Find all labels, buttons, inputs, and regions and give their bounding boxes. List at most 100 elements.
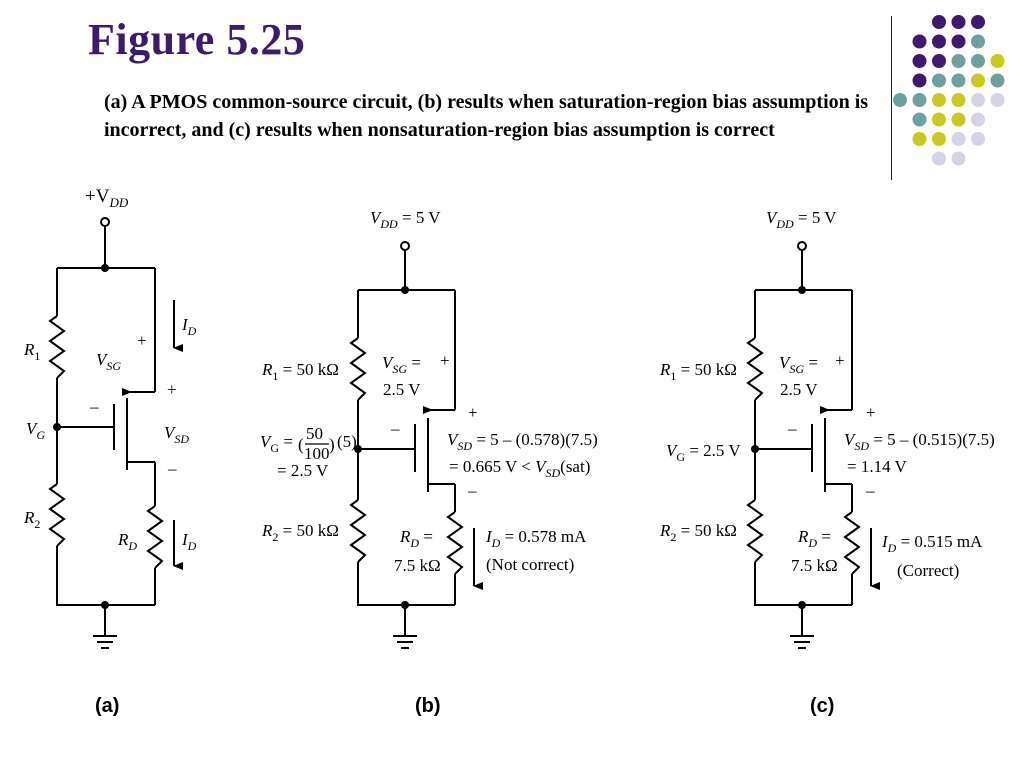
vsd-label: VSD <box>164 423 189 446</box>
node-dot <box>101 601 109 609</box>
decorative-dot <box>971 15 985 29</box>
r2-label: R2 = 50 kΩ <box>261 521 339 544</box>
r1-label: R1 = 50 kΩ <box>659 360 737 383</box>
vsg-value: 2.5 V <box>780 380 818 399</box>
vg-times: (5) <box>337 432 357 451</box>
vg-result: = 2.5 V <box>277 461 329 480</box>
resistor-r2 <box>48 483 66 547</box>
circuit-c: VDD = 5 V R1 = 50 kΩ R2 = 50 kΩ VSG = 2.… <box>659 208 995 717</box>
vsg-label: VSG = <box>779 353 818 376</box>
decorative-dot <box>951 93 966 107</box>
plus-sg: + <box>440 351 450 370</box>
decorative-dot <box>932 112 946 127</box>
decorative-dot <box>990 54 1005 68</box>
status-note: (Correct) <box>897 561 959 580</box>
node-dot <box>798 601 806 609</box>
rd-value: 7.5 kΩ <box>394 556 441 575</box>
decorative-dot <box>932 34 946 49</box>
decorative-dot <box>971 132 985 146</box>
node-dot <box>751 445 759 453</box>
plus-sg: + <box>835 351 845 370</box>
resistor-rd <box>843 511 861 575</box>
plus-sd: + <box>468 403 478 422</box>
decorative-dot <box>951 34 966 49</box>
vdd-terminal <box>400 241 410 251</box>
decorative-dot <box>990 93 1005 107</box>
vg-paren-close: ) <box>329 435 335 454</box>
minus-sg: – <box>390 419 400 438</box>
r1-label: R1 <box>23 340 40 363</box>
plus-sd: + <box>866 403 876 422</box>
ground-symbol <box>790 635 814 649</box>
resistor-rd <box>146 505 164 569</box>
decorative-dot <box>971 34 985 49</box>
vdd-terminal <box>100 217 110 227</box>
rd-value: 7.5 kΩ <box>791 556 838 575</box>
vdd-terminal <box>797 241 807 251</box>
title-divider <box>891 16 892 180</box>
vdd-label: VDD = 5 V <box>766 208 837 231</box>
vg-label: VG <box>26 419 45 442</box>
vg-label: VG = <box>260 432 293 455</box>
node-dot <box>401 601 409 609</box>
vsd-result: = 1.14 V <box>847 457 908 476</box>
r2-label: R2 = 50 kΩ <box>659 521 737 544</box>
r1-label: R1 = 50 kΩ <box>261 360 339 383</box>
panel-label-a: (a) <box>95 695 119 717</box>
decorative-dot <box>932 15 946 29</box>
vg-fraction-den: 100 <box>304 444 330 463</box>
vdd-label: VDD = 5 V <box>370 208 441 231</box>
decorative-dot <box>932 132 946 146</box>
status-note: (Not correct) <box>486 555 574 574</box>
id-label: ID = 0.515 mA <box>881 532 983 555</box>
vsg-label: VSG = <box>382 353 421 376</box>
decorative-dot <box>932 54 946 68</box>
decorative-dot <box>951 73 966 88</box>
decorative-dot-grid <box>893 15 1005 166</box>
minus-sd: – <box>865 481 875 500</box>
decorative-dot <box>932 151 946 166</box>
rd-label: RD = <box>399 527 433 550</box>
vsg-value: 2.5 V <box>383 380 421 399</box>
minus-sd: – <box>167 459 177 478</box>
decorative-dot <box>932 73 946 88</box>
resistor-rd <box>446 511 464 575</box>
decorative-dot <box>951 112 966 127</box>
id-bottom-label: ID <box>181 530 197 553</box>
vsd-result: = 0.665 V < VSD(sat) <box>449 457 590 480</box>
decorative-dot <box>912 132 927 146</box>
vg-label: VG = 2.5 V <box>666 441 741 464</box>
id-label: ID = 0.578 mA <box>485 527 587 550</box>
decorative-dot <box>990 73 1005 88</box>
decorative-dot <box>912 73 927 88</box>
decorative-dot <box>951 15 966 29</box>
circuit-a: +VDD R1 R2 RD VG VSG VSD ID ID + – + – (… <box>23 186 197 717</box>
wire <box>754 250 853 636</box>
minus-sg: – <box>787 419 797 438</box>
node-dot <box>798 286 806 294</box>
slide-title: Figure 5.25 <box>88 15 306 64</box>
node-dot <box>101 264 109 272</box>
vsd-label: VSD = 5 – (0.578)(7.5) <box>447 430 598 453</box>
resistor-r2 <box>746 499 764 563</box>
decorative-dot <box>951 132 966 146</box>
panel-label-b: (b) <box>415 695 441 717</box>
wire <box>357 250 456 636</box>
slide-caption: (a) A PMOS common-source circuit, (b) re… <box>104 91 869 141</box>
plus-sg: + <box>137 331 147 350</box>
ground-symbol <box>93 635 117 649</box>
panel-label-c: (c) <box>810 695 834 717</box>
vg-paren-open: ( <box>298 435 304 454</box>
vsd-label: VSD = 5 – (0.515)(7.5) <box>844 430 995 453</box>
resistor-r2 <box>349 499 367 563</box>
node-dot <box>53 423 61 431</box>
node-dot <box>354 445 362 453</box>
ground-symbol <box>393 635 417 649</box>
decorative-dot <box>893 93 907 107</box>
resistor-r1 <box>349 337 367 401</box>
id-top-label: ID <box>181 315 197 338</box>
rd-label: RD = <box>797 527 831 550</box>
decorative-dot <box>951 54 966 68</box>
decorative-dot <box>912 93 927 107</box>
